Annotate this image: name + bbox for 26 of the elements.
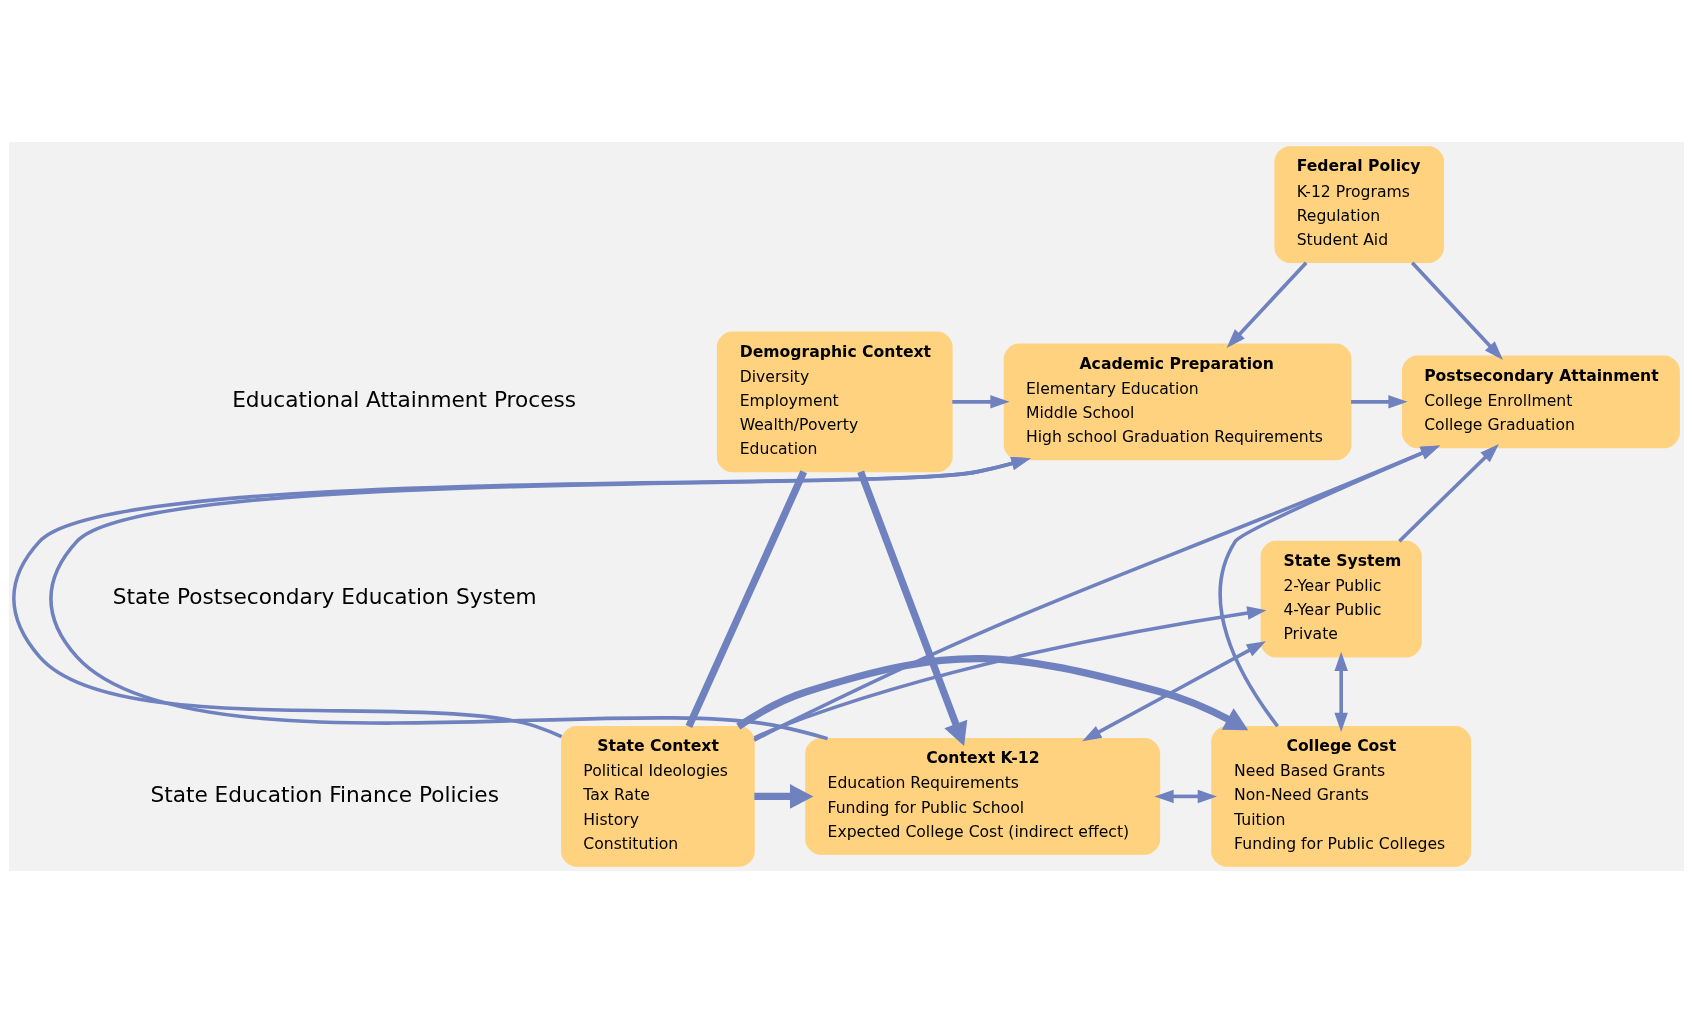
node-box: Postsecondary Attainment College Enrollment College Graduation	[1401, 355, 1680, 449]
arrow	[753, 784, 813, 809]
arrow	[1397, 443, 1499, 543]
node-box: State System 2-Year Public 4-Year Public Private	[1260, 540, 1422, 658]
node-box: Academic Preparation Elementary Education Middle School High school Graduation Requirements	[1003, 343, 1351, 461]
label: State Postsecondary Education System	[112, 584, 537, 610]
arrow	[951, 395, 1010, 409]
arrow	[1153, 789, 1217, 804]
node-box: Federal Policy K-12 Programs Regulation Student Aid	[1273, 146, 1444, 263]
arrow	[1218, 445, 1440, 728]
arrow	[1081, 641, 1266, 742]
node-box: State Context Political Ideologies Tax Rate History Constitution	[560, 726, 755, 867]
arrow	[753, 606, 1266, 740]
arrow	[1350, 395, 1408, 409]
node-box: Context K-12 Education Requirements Funding for Public School Expected College Cost (indirect effect)	[804, 738, 1160, 855]
node-box: Demographic Context Diversity Employment Wealth/Poverty Education	[716, 331, 953, 473]
arrow	[1226, 261, 1307, 348]
node-box: College Cost Need Based Grants Non-Need Grants Tuition Funding for Public Colleges	[1210, 726, 1471, 867]
connector	[685, 470, 807, 728]
arrow	[1410, 261, 1503, 361]
arrow	[735, 655, 1248, 731]
arrow	[1333, 651, 1348, 732]
arrow	[856, 470, 967, 746]
label: State Education Finance Policies	[149, 781, 499, 807]
arrow	[752, 445, 1440, 742]
label: Educational Attainment Process	[231, 387, 576, 413]
